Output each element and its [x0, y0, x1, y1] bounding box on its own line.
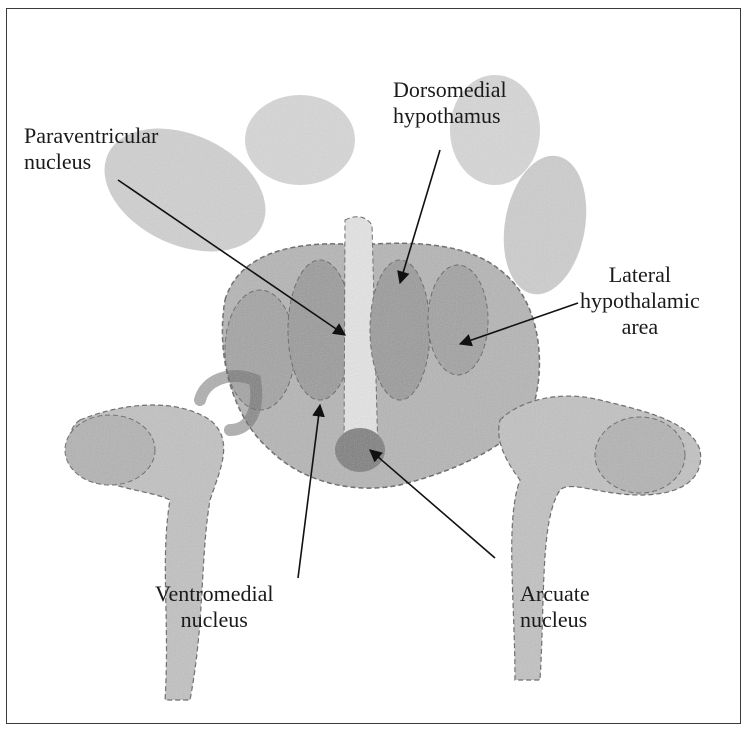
label-paraventricular-nucleus: Paraventricular nucleus — [24, 123, 158, 175]
right-lateral-region — [428, 265, 488, 375]
upper-center-left-lobe — [245, 95, 355, 185]
label-lateral-hypothalamic-area: Lateral hypothalamic area — [580, 262, 700, 340]
label-ventromedial-nucleus: Ventromedial nucleus — [155, 581, 274, 633]
label-dorsomedial-hypothamus: Dorsomedial hypothamus — [393, 77, 507, 129]
left-medial-region — [288, 260, 352, 400]
right-round-lobe — [595, 417, 685, 493]
label-arcuate-nucleus: Arcuate nucleus — [520, 581, 590, 633]
left-round-lobe — [65, 415, 155, 485]
arcuate-region — [335, 428, 385, 472]
